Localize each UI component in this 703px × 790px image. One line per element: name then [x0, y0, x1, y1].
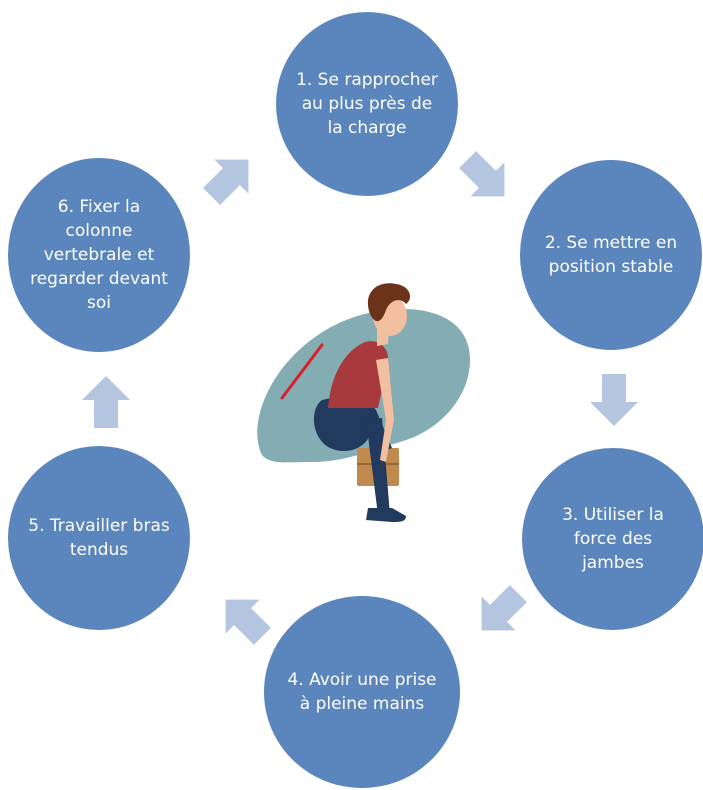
arrow-down-right-icon — [444, 136, 529, 221]
step-6-circle: 6. Fixer la colonne vertebrale et regard… — [8, 158, 190, 352]
step-1-circle: 1. Se rapprocher au plus près de la char… — [276, 12, 458, 196]
step-3-circle: 3. Utiliser la force des jambes — [522, 448, 703, 630]
arrow-up-right-icon — [188, 136, 273, 221]
step-4-circle: 4. Avoir une prise à pleine mains — [264, 596, 460, 788]
step-1-label: 1. Se rapprocher au plus près de la char… — [296, 70, 438, 138]
arrow-up-icon — [76, 372, 136, 432]
step-4-label: 4. Avoir une prise à pleine mains — [287, 670, 437, 714]
person-lifting-box-icon — [250, 270, 480, 530]
step-5-label: 5. Travailler bras tendus — [28, 516, 170, 560]
arrow-down-left-icon — [458, 570, 543, 655]
step-2-label: 2. Se mettre en position stable — [544, 233, 678, 277]
step-2-circle: 2. Se mettre en position stable — [520, 160, 702, 350]
step-3-label: 3. Utiliser la force des jambes — [562, 505, 664, 573]
arrow-down-icon — [584, 370, 644, 430]
step-6-label: 6. Fixer la colonne vertebrale et regard… — [30, 197, 168, 313]
step-5-circle: 5. Travailler bras tendus — [8, 446, 190, 630]
arrow-up-left-icon — [202, 576, 287, 661]
